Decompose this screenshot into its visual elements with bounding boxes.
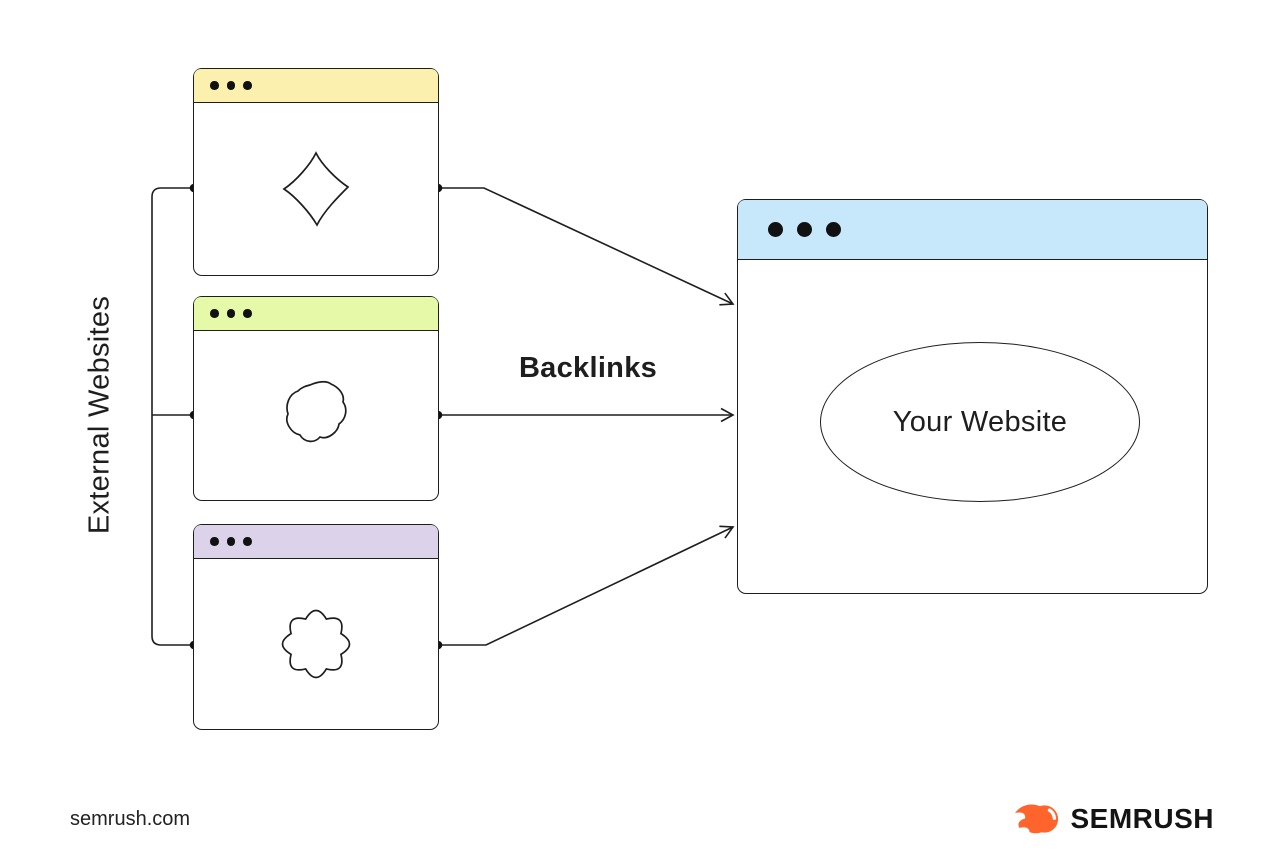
window-dot-icon — [826, 222, 841, 237]
flower-blob-icon — [281, 609, 351, 679]
window-dot-icon — [243, 537, 252, 546]
external-website-window-1 — [193, 68, 439, 276]
window-dot-icon — [797, 222, 812, 237]
window-titlebar — [194, 69, 438, 103]
external-website-window-2 — [193, 296, 439, 501]
diamond-blob-icon — [282, 151, 350, 227]
semrush-wordmark: SEMRUSH — [1070, 803, 1214, 834]
semrush-comet-icon — [1015, 804, 1059, 834]
backlink-arrow-1 — [439, 187, 735, 306]
window-dot-icon — [768, 222, 783, 237]
bracket-line — [151, 187, 193, 646]
window-dot-icon — [210, 309, 219, 318]
semrush-logo: SEMRUSH — [1014, 799, 1214, 839]
window-content — [194, 103, 438, 275]
window-content — [194, 331, 438, 500]
window-dot-icon — [226, 309, 235, 318]
external-website-window-3 — [193, 524, 439, 730]
window-dot-icon — [226, 537, 235, 546]
window-titlebar — [738, 200, 1207, 260]
external-websites-label: External Websites — [83, 295, 116, 535]
backlink-arrow-3 — [439, 525, 735, 646]
window-dot-icon — [210, 81, 219, 90]
window-dot-icon — [243, 309, 252, 318]
window-content — [194, 559, 438, 729]
window-dot-icon — [243, 81, 252, 90]
source-url: semrush.com — [70, 808, 191, 830]
window-titlebar — [194, 297, 438, 331]
your-website-label: Your Website — [892, 405, 1068, 438]
window-titlebar — [194, 525, 438, 559]
window-dot-icon — [226, 81, 235, 90]
your-website-window: Your Website — [737, 199, 1208, 594]
your-website-ellipse: Your Website — [820, 342, 1140, 502]
polygon-blob-icon — [286, 380, 347, 442]
window-dot-icon — [210, 537, 219, 546]
backlinks-label: Backlinks — [518, 352, 658, 384]
